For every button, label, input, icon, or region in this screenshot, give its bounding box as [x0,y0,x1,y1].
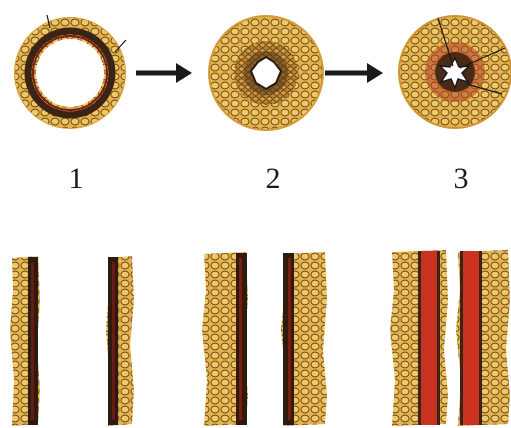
arrow-2-to-3 [325,63,383,83]
longitudinal-section-3a [390,250,448,426]
cross-section-2 [208,15,324,131]
stage-label-3: 3 [454,164,469,194]
cross-section-3 [398,15,511,129]
longitudinal-section-2a [202,252,248,426]
longitudinal-section-1b [106,256,134,426]
longitudinal-section-1a [10,256,40,426]
longitudinal-section-2b [281,252,327,426]
stage-label-1: 1 [69,164,84,194]
longitudinal-section-3b [456,250,510,426]
arrow-1-to-2 [136,63,192,83]
stage-label-2: 2 [266,164,281,194]
cross-section-1 [14,15,126,129]
